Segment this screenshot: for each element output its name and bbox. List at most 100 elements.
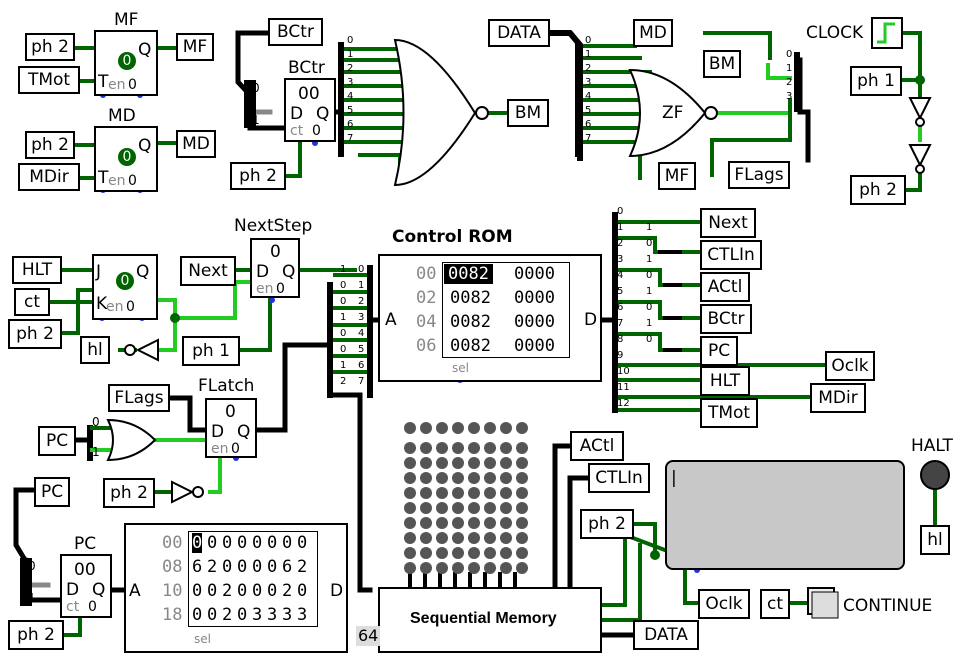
rom-title: Control ROM [392, 227, 513, 247]
rom-address-bit-value: 1 [340, 264, 347, 275]
ctl-bit-label: 12 [617, 398, 630, 409]
nextstep-value: 0 [270, 242, 281, 262]
nextstep-latch: 0 D Q en 0 [250, 238, 300, 298]
ram-cell: 2 [297, 557, 308, 577]
ctl-bit-label: 10 [617, 366, 630, 377]
led-dot [468, 442, 480, 454]
jk-pin-en: en [106, 299, 124, 315]
led-dot [500, 442, 512, 454]
ctl-bit-label: 0 [617, 206, 624, 217]
ram-cell: 0 [267, 533, 278, 553]
bm-bit-label: 1 [347, 49, 354, 60]
led-dot [516, 422, 528, 434]
jk-pin-j: J [96, 262, 102, 282]
ram-pin-a: A [129, 581, 141, 601]
flatch-pin-en: en [211, 441, 229, 457]
ram-cell: 0 [192, 533, 203, 553]
led-dot [500, 532, 512, 544]
ram-cell: 0 [267, 581, 278, 601]
led-dot [436, 457, 448, 469]
rom-address-bit-label: 2 [358, 296, 365, 307]
ram-cell: 0 [222, 533, 233, 553]
nextstep-pin-q: Q [282, 262, 296, 282]
continue-input-ct: ct [760, 589, 790, 619]
bctr-title: BCtr [288, 58, 325, 78]
ram-cell: 0 [237, 581, 248, 601]
ram-row-address: 18 [162, 605, 183, 625]
bm-bit-label: 7 [347, 133, 354, 144]
ctl-output-bctr: BCtr [700, 304, 752, 334]
zf-bm-input: BM [703, 50, 741, 78]
pc-mux-1: 1 [28, 591, 36, 605]
ram-row-address: 10 [162, 581, 183, 601]
led-dot [452, 502, 464, 514]
led-dot [420, 517, 432, 529]
md-input-ph2: ph 2 [25, 131, 75, 159]
zf-mf-input: MF [658, 162, 696, 190]
led-dot [500, 457, 512, 469]
pc-clock-ph2: ph 2 [8, 620, 64, 650]
bm-splitter [338, 42, 344, 157]
led-dot [500, 562, 512, 574]
zf-bit-label: 7 [585, 133, 592, 144]
rom-sel: sel [452, 361, 469, 375]
terminal-cursor: | [671, 468, 677, 488]
ram-cell: 2 [207, 557, 218, 577]
flatch-pin-q: Q [237, 422, 251, 442]
led-dot [468, 472, 480, 484]
ctl-output-hlt: HLT [700, 366, 750, 396]
bm-bit-label: 5 [347, 105, 354, 116]
bctr-clock-ph2: ph 2 [230, 162, 286, 190]
pc-or-bit-0: 0 [92, 415, 100, 429]
led-dot [452, 442, 464, 454]
ram-cell: 6 [192, 557, 203, 577]
pc-or-gate [106, 418, 157, 462]
zf-md-input: MD [633, 19, 673, 47]
continue-button[interactable]: CONTINUE [843, 596, 933, 616]
pc-register: 00 D Q ct 0 [60, 554, 112, 618]
led-dot [420, 422, 432, 434]
md-output: MD [176, 130, 216, 158]
md-pin-en: en [108, 173, 126, 189]
pc-mux [20, 558, 32, 606]
mf-pin-zero: 0 [128, 77, 137, 93]
ctl-bit-label: 9 [617, 350, 624, 361]
led-dot [452, 562, 464, 574]
jk-input-ph2: ph 2 [8, 319, 62, 349]
jk-input-ct: ct [14, 288, 50, 316]
rom-pin-d: D [584, 310, 598, 330]
led-dot [516, 517, 528, 529]
jk-output-hl: hl [80, 336, 110, 364]
flatch-clock-ph2: ph 2 [103, 478, 155, 508]
led-dot [452, 547, 464, 559]
led-dot [436, 422, 448, 434]
ctl-bit-value: 1 [646, 286, 653, 297]
nextstep-pin-en: en [256, 281, 274, 297]
led-dot [468, 517, 480, 529]
ctl-output-mdir: MDir [810, 383, 866, 413]
led-dot [484, 457, 496, 469]
md-pin-q: Q [138, 136, 152, 156]
mf-flipflop: Q T en 0 0 [94, 30, 158, 96]
zf-flag-bit-label: 1 [786, 63, 793, 74]
led-dot [516, 487, 528, 499]
rom-pin-a: A [385, 310, 397, 330]
led-dot [404, 457, 416, 469]
rom-address-bit-label: 6 [358, 360, 365, 371]
led-dot [452, 422, 464, 434]
bctr-mux-1: 1 [252, 113, 260, 127]
ram-row-address: 08 [162, 557, 183, 577]
md-state-value: 0 [118, 148, 136, 166]
led-dot [452, 457, 464, 469]
flatch-value: 0 [225, 402, 236, 422]
ctl-output-ctlin: CTLIn [700, 240, 762, 270]
ctl-bit-label: 7 [617, 318, 624, 329]
rom-row-address: 04 [416, 312, 437, 332]
terminal-display: | [665, 460, 905, 570]
ram-cell: 0 [252, 557, 263, 577]
rom-address-bit-label: 4 [358, 328, 365, 339]
mf-input-tmot: TMot [18, 66, 80, 94]
led-dot [484, 487, 496, 499]
